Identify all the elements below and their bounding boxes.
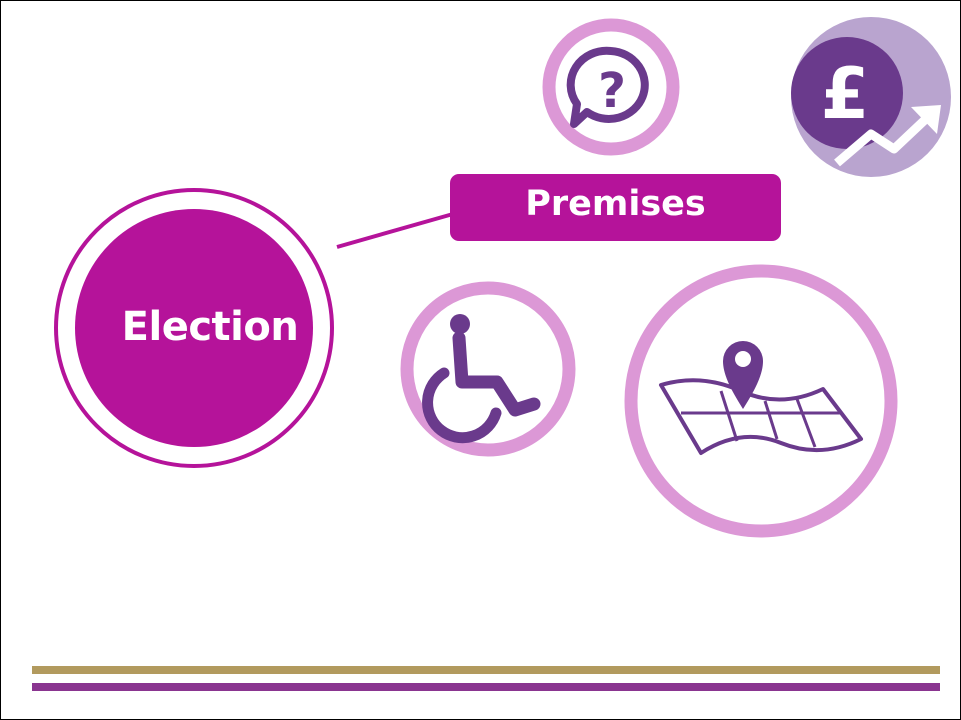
premises-label: Premises [525,184,706,224]
purple-divider [32,683,940,691]
gold-divider [32,666,940,674]
svg-text:?: ? [598,63,626,119]
election-label: Election [121,304,299,350]
svg-text:£: £ [821,53,870,135]
map-location-pin-icon [624,264,898,538]
question-speech-bubble-icon: ? [542,18,680,156]
election-circle [54,188,334,468]
premises-banner: Premises [450,174,781,241]
pound-trend-up-icon: £ [791,17,951,177]
connector-line [336,212,454,249]
wheelchair-accessibility-icon [400,281,576,457]
